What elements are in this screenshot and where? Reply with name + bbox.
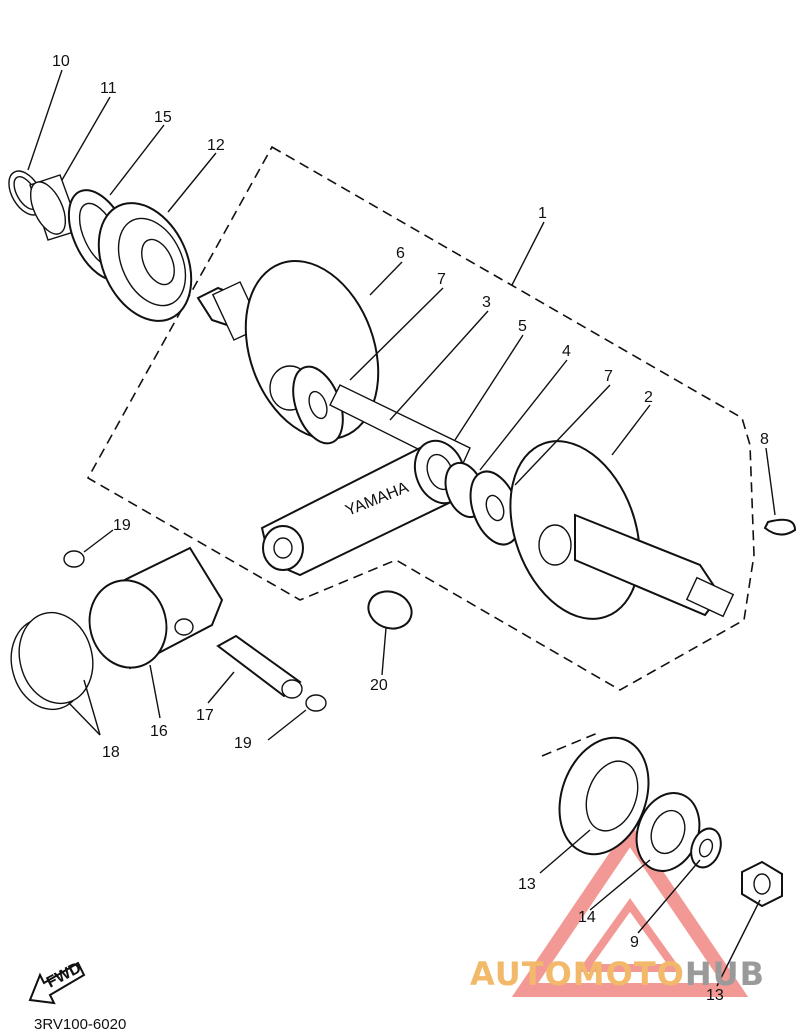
label-part-13-lower: 13: [518, 876, 536, 893]
watermark-text-gray: HUB: [684, 955, 766, 993]
label-part-14: 14: [578, 909, 596, 926]
label-part-16: 16: [150, 723, 168, 740]
diagram-code: 3RV100-6020: [34, 1016, 127, 1033]
label-part-19-lower: 19: [234, 735, 252, 752]
label-part-7-right: 7: [604, 368, 613, 385]
watermark-logo: AUTOMOTOHUB: [470, 955, 765, 993]
label-part-17: 17: [196, 707, 214, 724]
label-part-9: 9: [630, 934, 639, 951]
leader-lines: [27, 69, 776, 987]
label-part-12: 11: [100, 80, 117, 97]
watermark-text-colored: AUTOMOTO: [470, 955, 685, 993]
lower-bearing-group-outline: [541, 731, 601, 757]
part-13-lower-bearing: [558, 736, 650, 856]
part-10-nut: [741, 860, 783, 908]
watermark-triangle-icon: [511, 822, 749, 997]
label-part-19-upper: 19: [113, 517, 131, 534]
part-9-washer: [690, 827, 722, 869]
part-2-crank-half: [509, 440, 735, 620]
label-part-15: 15: [154, 109, 172, 126]
part-17-piston-pin: [216, 634, 303, 699]
part-19-piston-pin-clip-lower: [305, 694, 327, 712]
label-part-5: 5: [518, 318, 527, 335]
label-part-13-upper: 12: [207, 137, 225, 154]
label-part-7-left: 7: [437, 271, 446, 288]
part-18-piston-rings: [10, 611, 94, 711]
part-5-connecting-rod: YAMAHA: [260, 439, 467, 577]
label-part-6: 6: [396, 245, 405, 262]
label-part-3: 3: [482, 294, 491, 311]
label-part-18: 18: [102, 744, 120, 761]
label-part-8: 8: [760, 431, 769, 448]
label-part-1: 1: [538, 205, 547, 222]
label-part-20: 20: [370, 677, 388, 694]
part-8-woodruff-key: [763, 518, 797, 536]
part-12-collar: [29, 174, 81, 241]
fwd-arrow-icon: FWD: [28, 959, 86, 1005]
part-20-small-end-bearing: [367, 590, 413, 630]
part-16-piston: [88, 546, 224, 670]
part-13-upper-bearing: [97, 202, 193, 322]
part-14-oil-seal: [635, 792, 701, 872]
crankshaft-assembly-outline: [86, 145, 755, 691]
label-part-4: 4: [562, 343, 571, 360]
label-part-11: 10: [52, 53, 70, 70]
part-19-piston-pin-clip-upper: [63, 550, 85, 568]
label-part-10: 13: [706, 987, 724, 1004]
label-part-2: 2: [644, 389, 653, 406]
